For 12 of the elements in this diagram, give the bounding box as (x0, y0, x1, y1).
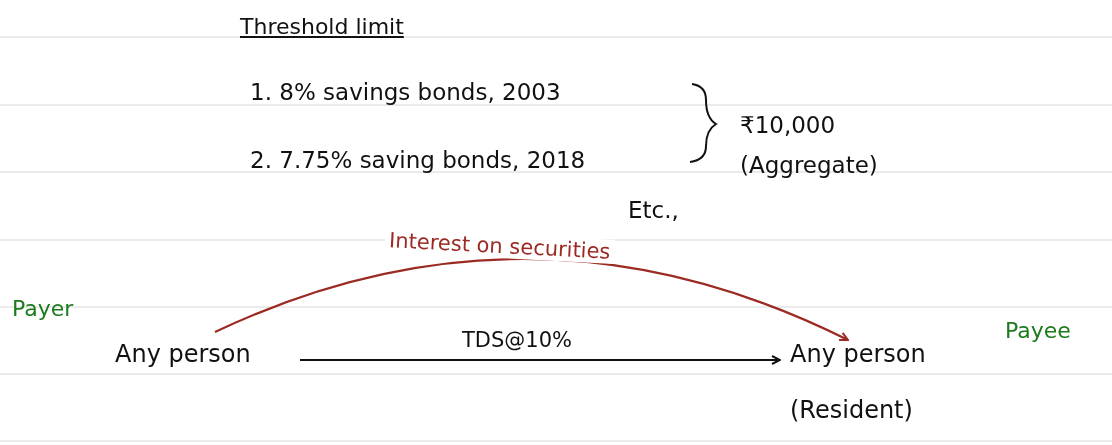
role-label: Payer (12, 296, 74, 321)
note-text: ₹10,000 (Aggregate) (740, 111, 879, 180)
note-text: Etc., (628, 196, 679, 225)
note-text: 2. 7.75% saving bonds, 2018 (250, 146, 586, 175)
node-text: Any person (790, 340, 926, 368)
node-text: Any person (115, 340, 251, 368)
role-label: Payee (1005, 318, 1071, 343)
arrow (300, 355, 781, 365)
node-text: (Resident) (790, 396, 913, 424)
note-text: 1. 8% savings bonds, 2003 (250, 78, 561, 107)
title: Threshold limit (240, 14, 404, 39)
arrow (214, 257, 849, 342)
